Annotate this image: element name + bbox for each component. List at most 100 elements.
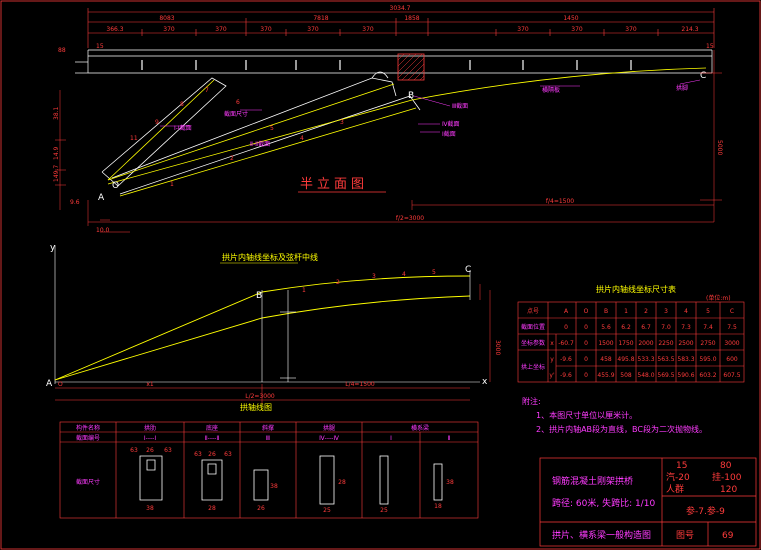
sec-dim-2: 63 (164, 447, 172, 454)
coord-r0-c7: 7.4 (703, 324, 713, 331)
note-diaphragm: 横隔板 (542, 86, 560, 94)
coord-r3-c3: 508 (620, 372, 632, 379)
dim-sub-7: 370 (517, 26, 529, 33)
curve-verticals (261, 270, 471, 382)
curve-point-o: O (58, 381, 63, 388)
sec-h1-1: 拱肋 (144, 424, 156, 432)
coord-r2-c4: 533.3 (637, 356, 654, 363)
coord-r2-c7: 595.0 (699, 356, 716, 363)
sec-dim-10: 25 (323, 507, 331, 514)
tb-drawing-no: 69 (722, 531, 734, 541)
dim-elev-left-1: 38.1 (53, 106, 60, 120)
sec-h2-1: Ⅰ----Ⅰ (144, 435, 156, 442)
sec-dim-1: 26 (146, 447, 154, 454)
dim-f2: f/2=3000 (396, 215, 424, 222)
coord-r2-c1: 0 (584, 356, 588, 363)
sec-dim-12: 25 (380, 507, 388, 514)
coord-r1-c5: 2250 (658, 340, 673, 347)
dim-sub-1: 366.3 (106, 26, 123, 33)
coord-r1-c1: 0 (584, 340, 588, 347)
coord-h-5: 2 (644, 308, 648, 315)
elevation-title: 半立面图 (300, 177, 368, 192)
curve-node-4: 4 (402, 271, 406, 278)
elev-label-4: 4 (300, 135, 304, 142)
elev-label-2: 2 (230, 155, 234, 162)
dim-seg-1: 8083 (159, 15, 174, 22)
coord-r2-c5: 563.5 (657, 356, 674, 363)
support-block (397, 53, 425, 81)
coord-r2-label: 拱上坐标 (521, 363, 545, 371)
curve-axis-y: y (50, 243, 56, 253)
dim-depth-left: 88 (58, 47, 66, 54)
elevation-diaphragms (141, 60, 632, 70)
dim-seg-4: 1450 (563, 15, 578, 22)
section-shapes (139, 455, 443, 505)
elev-point-o: O (112, 181, 119, 191)
dim-right-rise: 15 (706, 43, 714, 50)
tb-load-5: 人群 (666, 483, 684, 495)
sec-dim-3: 38 (146, 505, 154, 512)
notes-item-1: 1、本图尺寸单位以厘米计。 (536, 410, 637, 420)
curve-point-c: C (465, 265, 471, 275)
coord-r3-c8: 607.5 (723, 372, 740, 379)
sec-dim-8: 38 (270, 483, 278, 490)
elev-point-b: B (408, 91, 414, 101)
tb-load-1: 15 (676, 461, 687, 471)
coord-r1-c4: 2000 (638, 340, 653, 347)
coord-r3-c5: 569.5 (657, 372, 674, 379)
sec-h2-2: Ⅱ----Ⅱ (205, 435, 220, 442)
note-section-dims: 截面尺寸 (224, 110, 248, 118)
curve-node-5: 5 (432, 269, 436, 276)
curve-dim-right: 3000 (494, 340, 501, 355)
coord-r0-c3: 6.2 (621, 324, 631, 331)
dim-sub-10: 214.3 (681, 26, 698, 33)
coord-r3-sub: y' (549, 372, 555, 379)
sec-side-label: 截面尺寸 (76, 478, 100, 486)
elev-label-5: 5 (270, 125, 274, 132)
dim-seg-3: 1858 (404, 15, 419, 22)
coord-h-7: 4 (684, 308, 688, 315)
dim-left-rise: 15 (96, 43, 104, 50)
coord-r0-c5: 7.0 (661, 324, 671, 331)
sec-dim-7: 28 (208, 505, 216, 512)
sec-dim-6: 63 (224, 451, 232, 458)
coord-r2-c0: -9.6 (560, 356, 572, 363)
coord-h-2: O (584, 308, 589, 315)
tb-load-4: 挂-100 (712, 471, 742, 483)
curve-dim-l4: L/4=1500 (345, 381, 375, 388)
coord-r1-c2: 1500 (598, 340, 613, 347)
coord-r3-c1: 0 (584, 372, 588, 379)
curve-point-a: A (46, 379, 53, 389)
coord-h-0: 点号 (527, 307, 539, 315)
dim-elev-left-2: 14.9 (53, 146, 60, 160)
coord-r0-c2: 5.6 (601, 324, 611, 331)
coord-r3-c2: 455.9 (597, 372, 614, 379)
sec-dim-13: 18 (434, 503, 442, 510)
sec-dim-14: 38 (446, 479, 454, 486)
note-section-3: Ⅲ截面 (452, 102, 468, 110)
elev-point-c: C (700, 71, 706, 81)
coord-h-6: 3 (664, 308, 668, 315)
sec-h2-0: 截面编号 (76, 434, 100, 442)
sec-h1-3: 斜撑 (262, 424, 274, 432)
note-arch-foot: 拱脚 (676, 84, 688, 92)
coord-r0-c0: 0 (564, 324, 568, 331)
dim-sub-2: 370 (163, 26, 175, 33)
coord-r1-label: 坐标参数 (521, 339, 545, 347)
coord-r3-c7: 603.2 (699, 372, 716, 379)
coord-r3-c6: 590.6 (677, 372, 694, 379)
tb-sheet-name: 拱片、横系梁一般构造图 (552, 529, 651, 541)
curve-dim-x1: x1 (146, 381, 154, 388)
dim-elev-left-4: 9.6 (70, 199, 80, 206)
coord-r2-c3: 495.8 (617, 356, 634, 363)
note-section-4: Ⅳ截面 (442, 120, 460, 128)
curve-node-1: 1 (302, 287, 306, 294)
section-table-header-1: 构件名称 拱肋 底座 斜撑 拱腿 横系梁 (76, 424, 429, 432)
arch-leg-outlines (101, 71, 421, 195)
curve-axis-x: x (482, 377, 488, 387)
dim-sub-9: 370 (625, 26, 637, 33)
curve-axes (54, 245, 480, 384)
sec-h2-3: Ⅲ (266, 435, 270, 442)
elevation-axis-lines (107, 67, 707, 197)
